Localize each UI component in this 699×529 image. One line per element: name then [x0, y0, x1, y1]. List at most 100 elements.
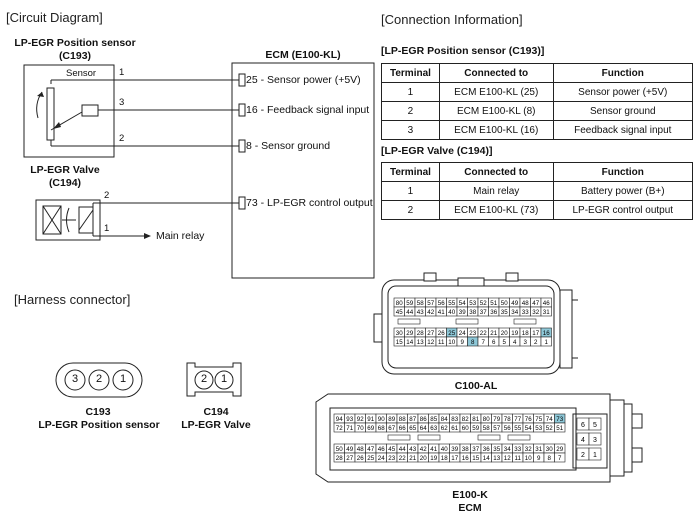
table-cell: 2: [381, 101, 440, 121]
connector-pin-number: 48: [522, 300, 529, 307]
connector-pin-number: 54: [525, 425, 532, 432]
ecm-terminal-label: 16 - Feedback signal input: [246, 104, 370, 116]
sensor-box-label: Sensor: [66, 68, 97, 79]
connector-pin-number: 11: [438, 339, 445, 346]
connector-pin-number: 52: [480, 300, 487, 307]
table-cell: Sensor ground: [552, 101, 694, 121]
connector-pin-number: 47: [367, 446, 374, 453]
connector-pin-number: 77: [514, 416, 521, 423]
connector-pin-number: 13: [417, 339, 424, 346]
connector-pin-number: 46: [543, 300, 550, 307]
connector-pin-number: 44: [399, 446, 406, 453]
connector-pin-number: 7: [558, 455, 562, 462]
connector-pin-number: 58: [417, 300, 424, 307]
c193-pin: 2: [95, 373, 103, 385]
table-header: Terminal: [381, 162, 440, 182]
table-cell: 3: [381, 120, 440, 140]
connector-pin-number: 29: [556, 446, 563, 453]
connector-pin-number: 23: [469, 330, 476, 337]
connector-pin-number: 69: [367, 425, 374, 432]
c194-name: LP-EGR Valve: [181, 419, 251, 431]
connector-pin-number: 39: [451, 446, 458, 453]
connector-pin-number: 56: [504, 425, 511, 432]
connector-pin-cell: [588, 447, 602, 461]
connector-pin-number: 68: [378, 425, 385, 432]
connector-pin-number: 80: [396, 300, 403, 307]
connector-pin-number: 15: [396, 339, 403, 346]
c193-pin: 1: [119, 373, 127, 385]
connector-key-tab: [513, 318, 537, 325]
connector-pin-number: 48: [357, 446, 364, 453]
valve-box: [35, 199, 101, 241]
connector-pin-number: 19: [511, 330, 518, 337]
circuit-diagram-title: [Circuit Diagram]: [6, 10, 103, 25]
connector-pin-number: 47: [532, 300, 539, 307]
connector-pin-number: 39: [459, 309, 466, 316]
connector-pin-number: 34: [504, 446, 511, 453]
connector-pin-number: 18: [441, 455, 448, 462]
connector-pin-cell: [540, 306, 552, 317]
connector-pin-number: 22: [480, 330, 487, 337]
connector-pin-number: 28: [417, 330, 424, 337]
pin-label: 1: [104, 223, 110, 234]
connector-pin-number: 64: [420, 425, 427, 432]
connector-pin-number: 87: [409, 416, 416, 423]
connector-pin-number: 51: [490, 300, 497, 307]
connector-pin-number: 9: [461, 339, 465, 346]
connector-pin-number: 14: [483, 455, 490, 462]
ecm-connector-label: ECM: [458, 502, 482, 514]
table-row: 1 ECM E100-KL (25) Sensor power (+5V): [381, 82, 694, 102]
pin-label: 2: [119, 133, 125, 144]
connector-pin-number: 57: [427, 300, 434, 307]
connector-pin-number: 72: [336, 425, 343, 432]
main-relay-label: Main relay: [156, 230, 205, 242]
connector-pin-cell: [588, 417, 602, 431]
valve-table-title: [LP-EGR Valve (C194)]: [381, 145, 493, 157]
connector-pin-number: 94: [336, 416, 343, 423]
connector-pin-number: 34: [511, 309, 518, 316]
connector-pin-number: 55: [448, 300, 455, 307]
connector-pin-number: 15: [472, 455, 479, 462]
connector-pin-cell: [540, 336, 552, 347]
connector-pin-number: 37: [480, 309, 487, 316]
table-cell: LP-EGR control output: [552, 200, 694, 220]
connector-pin-number: 58: [483, 425, 490, 432]
connector-key-tab: [507, 434, 531, 441]
connector-pin-number: 83: [451, 416, 458, 423]
ecm-terminal-label: 8 - Sensor ground: [246, 140, 331, 152]
connector-pin-number: 89: [388, 416, 395, 423]
table-cell: Sensor power (+5V): [552, 82, 694, 102]
connector-pin-number: 16: [543, 330, 550, 337]
connector-key-tab: [397, 318, 421, 325]
connector-pin-number: 54: [459, 300, 466, 307]
connector-pin-number: 35: [501, 309, 508, 316]
connector-pin-number: 5: [503, 339, 507, 346]
connector-pin-number: 29: [406, 330, 413, 337]
c194-pin: 2: [200, 373, 208, 385]
connector-pin-number: 79: [493, 416, 500, 423]
connector-pin-number: 36: [483, 446, 490, 453]
connector-key-tab: [417, 434, 441, 441]
connector-pin-number: 50: [501, 300, 508, 307]
c193-code: C193: [85, 406, 111, 418]
connector-pin-number: 25: [367, 455, 374, 462]
connector-pin-number: 67: [388, 425, 395, 432]
connector-pin-number: 3: [524, 339, 528, 346]
valve-connection-table: Terminal Connected to Function 1 Main re…: [381, 162, 694, 220]
connector-pin-number: 18: [522, 330, 529, 337]
connector-pin-number: 66: [399, 425, 406, 432]
c193-name: LP-EGR Position sensor: [38, 419, 160, 431]
connector-pin-number: 21: [490, 330, 497, 337]
table-row: 2 ECM E100-KL (8) Sensor ground: [381, 101, 694, 121]
connector-pin-number: 40: [448, 309, 455, 316]
connector-pin-number: 38: [462, 446, 469, 453]
pin-label: 1: [119, 67, 125, 78]
connector-pin-number: 9: [537, 455, 541, 462]
connector-pin-number: 36: [490, 309, 497, 316]
connector-pin-number: 20: [420, 455, 427, 462]
connector-pin-number: 12: [504, 455, 511, 462]
connector-pin-number: 60: [462, 425, 469, 432]
sensor-table-title: [LP-EGR Position sensor (C193)]: [381, 45, 545, 57]
table-cell: Feedback signal input: [552, 120, 694, 140]
